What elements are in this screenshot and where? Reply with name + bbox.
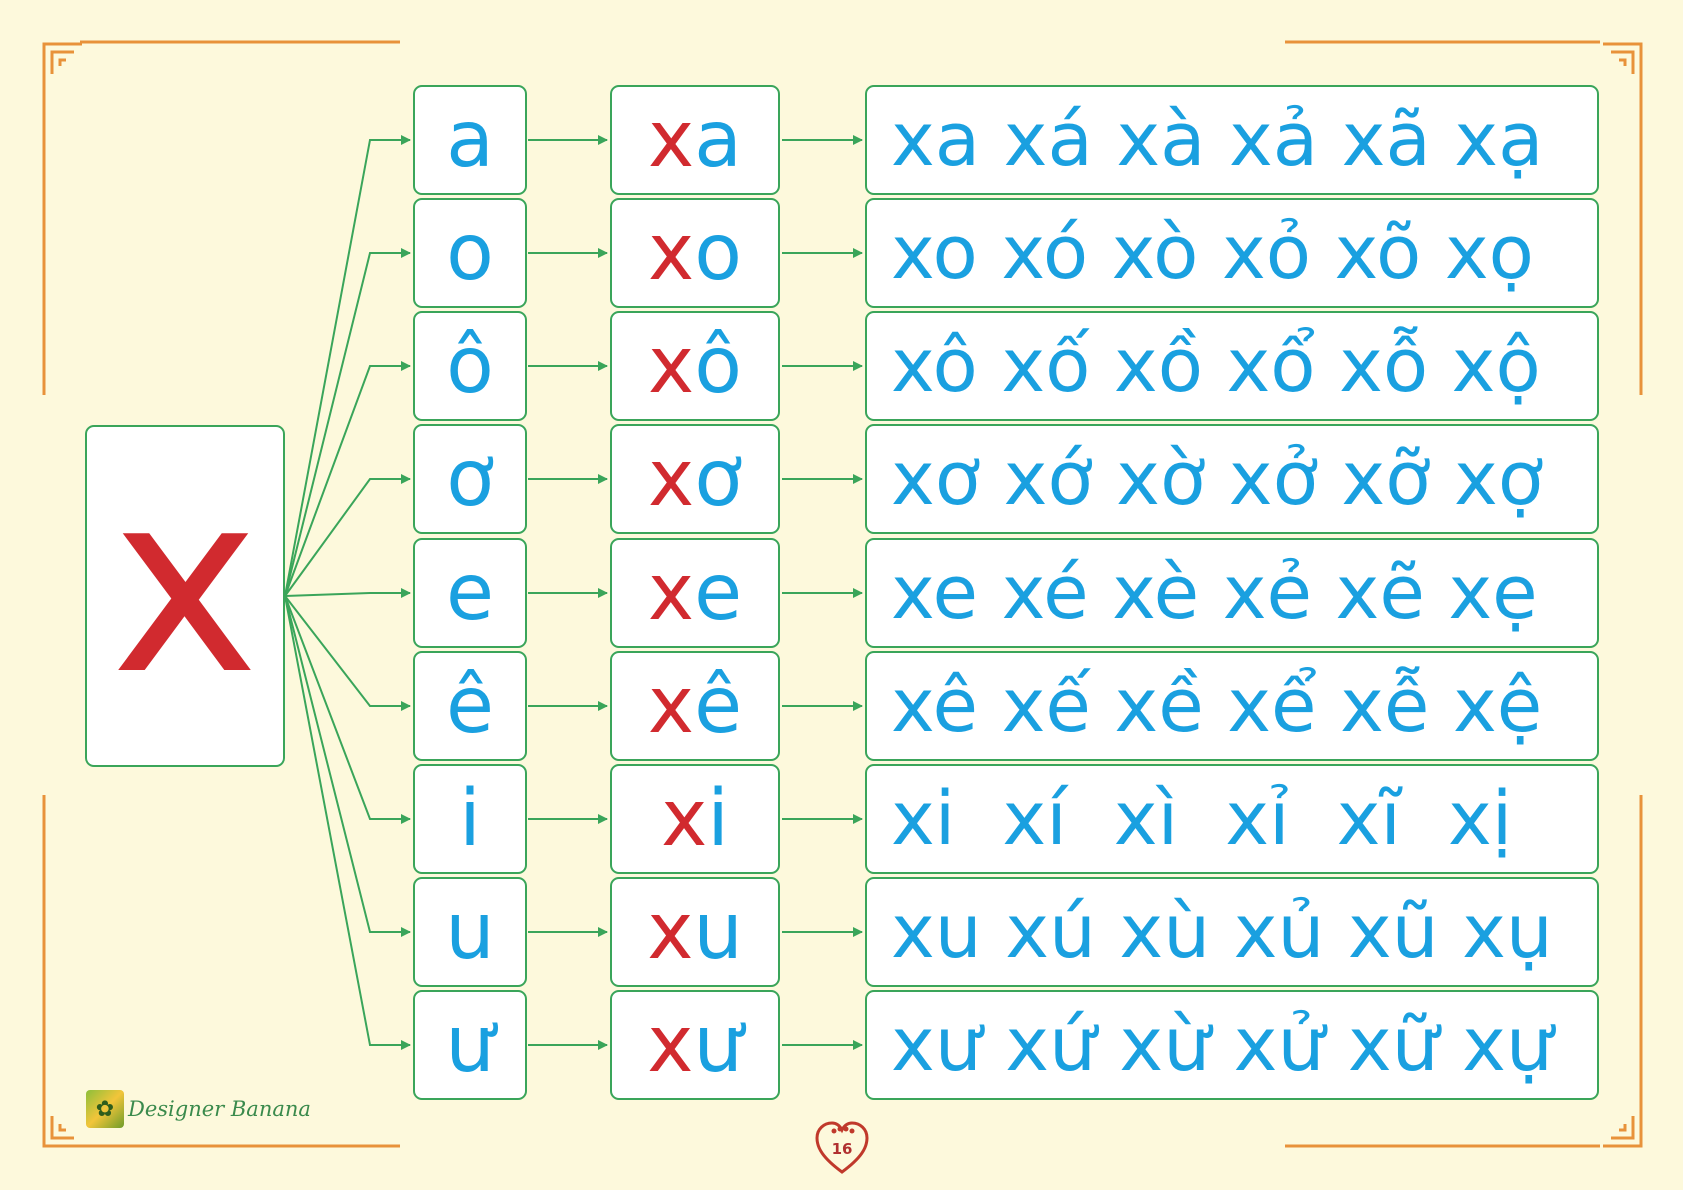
fan-arrow [284, 595, 411, 1050]
consonant-letter: x [111, 438, 259, 729]
corner-ornament-icon [42, 1108, 82, 1148]
vowel-card: ư [413, 990, 527, 1100]
syllable-consonant: x [648, 434, 695, 524]
fan-arrow [284, 474, 411, 597]
syllable-consonant: x [648, 321, 695, 411]
fan-arrow [284, 595, 411, 824]
arrow-connectors [284, 135, 863, 1050]
syllable-vowel: i [707, 774, 729, 864]
vowel-card: ô [413, 311, 527, 421]
fan-arrow [284, 588, 411, 598]
fan-arrow [284, 135, 411, 597]
syllable-consonant: x [648, 95, 695, 185]
vowel-card: u [413, 877, 527, 987]
tone-variants: xo xó xò xỏ xõ xọ [865, 198, 1599, 308]
tone-variants: xu xú xù xủ xũ xụ [865, 877, 1599, 987]
fan-arrow [284, 248, 411, 597]
syllable-vowel: ê [694, 661, 743, 751]
syllable-consonant: x [661, 774, 708, 864]
page-number: 16 [831, 1140, 853, 1158]
syllable-vowel: a [694, 95, 742, 185]
brand-name: Designer Banana [128, 1097, 311, 1121]
tone-variants: xô xố xồ xổ xỗ xộ [865, 311, 1599, 421]
tone-variants: xư xứ xừ xử xữ xự [865, 990, 1599, 1100]
tone-variants: xơ xớ xờ xở xỡ xợ [865, 424, 1599, 534]
tone-variants: xa xá xà xả xã xạ [865, 85, 1599, 195]
vowel-card: a [413, 85, 527, 195]
vowel-card: e [413, 538, 527, 648]
tone-variants: xe xé xè xẻ xẽ xẹ [865, 538, 1599, 648]
syllable-vowel: ư [693, 1000, 743, 1090]
heart-footprints-icon [815, 1121, 869, 1174]
corner-ornament-icon [42, 42, 82, 82]
page-badge: 16 [813, 1118, 871, 1176]
syllable-consonant: x [647, 887, 694, 977]
tone-variants: xê xế xề xể xễ xệ [865, 651, 1599, 761]
syllable-vowel: u [693, 887, 743, 977]
vowel-card: ê [413, 651, 527, 761]
syllable-consonant: x [648, 208, 695, 298]
fan-arrow [284, 595, 411, 937]
brand-logo-icon: ✿ [86, 1090, 124, 1128]
tone-variants: xi xí xì xỉ xĩ xị [865, 764, 1599, 874]
syllable-vowel: ơ [694, 434, 742, 524]
syllable-vowel: o [694, 208, 742, 298]
fan-arrow [284, 361, 411, 597]
brand: ✿ Designer Banana [86, 1090, 311, 1128]
syllable-vowel: e [694, 548, 743, 638]
syllable-consonant: x [647, 1000, 694, 1090]
fan-arrow [284, 595, 411, 711]
syllable-vowel: ô [694, 321, 742, 411]
vowel-card: i [413, 764, 527, 874]
decorative-frame [42, 40, 1643, 1148]
syllable-consonant: x [647, 661, 695, 751]
consonant-card: x [85, 425, 285, 767]
syllable-consonant: x [647, 548, 695, 638]
corner-ornament-icon [1603, 1108, 1643, 1148]
vowel-card: ơ [413, 424, 527, 534]
vowel-card: o [413, 198, 527, 308]
corner-ornament-icon [1603, 42, 1643, 82]
